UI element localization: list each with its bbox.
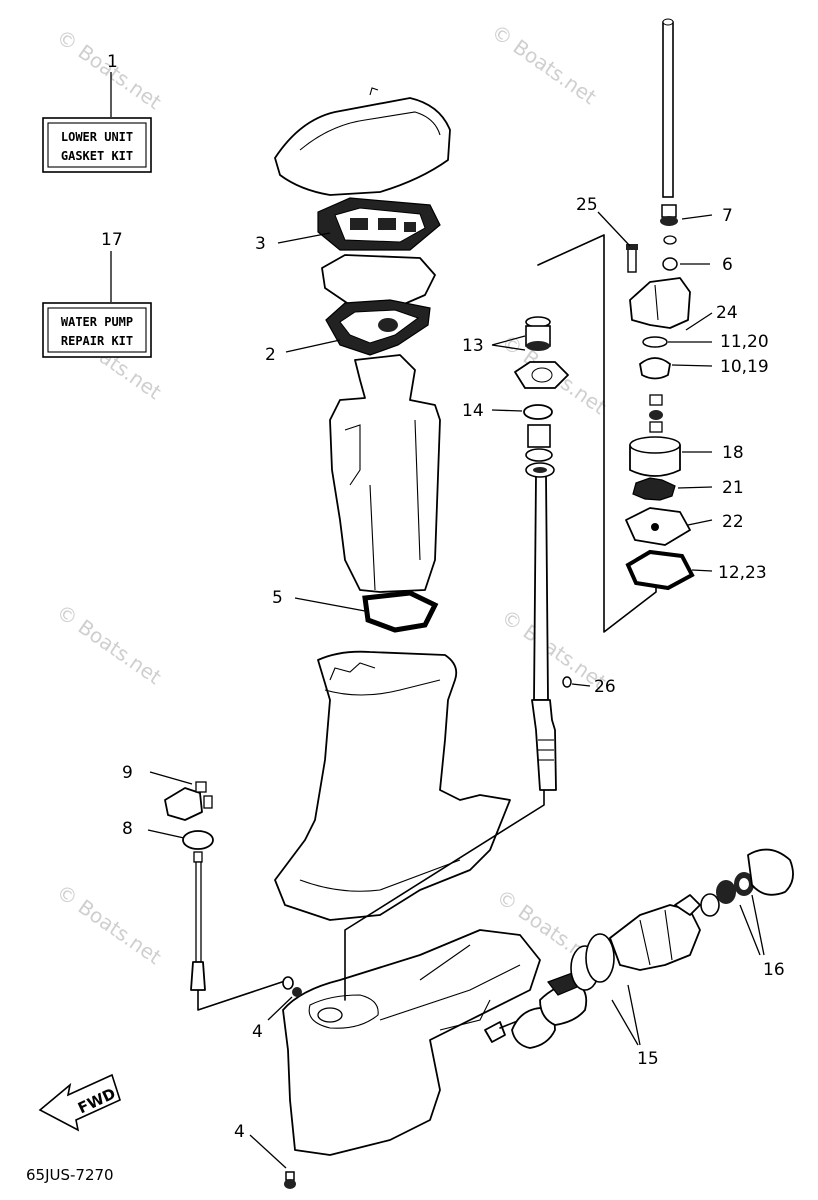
callout-22: 22	[722, 512, 744, 532]
oring-8	[182, 830, 214, 850]
upper-casing	[329, 354, 441, 593]
callout-11-20: 11,20	[720, 332, 769, 352]
pump-oring-11-20	[642, 336, 668, 348]
water-tube	[662, 18, 674, 198]
callout-10-19: 10,19	[720, 357, 769, 377]
callout-4-lower: 4	[234, 1122, 245, 1142]
callout-21: 21	[722, 478, 744, 498]
callout-7: 7	[722, 206, 733, 226]
watermark: © Boats.net	[52, 599, 166, 689]
fwd-arrow: FWD	[38, 1073, 121, 1132]
outer-plate-22	[625, 507, 691, 546]
callout-18: 18	[722, 443, 744, 463]
watermark: © Boats.net	[52, 879, 166, 969]
impeller-21	[632, 477, 676, 501]
watermark: © Boats.net	[487, 19, 601, 109]
callout-4-upper: 4	[252, 1022, 263, 1042]
callout-25: 25	[576, 195, 598, 215]
callout-6: 6	[722, 255, 733, 275]
lower-casing-upper	[274, 650, 511, 921]
pump-seal-6	[662, 235, 678, 271]
bearing-13	[514, 316, 569, 389]
pump-grommet-7	[660, 204, 678, 226]
pump-bolt-25	[626, 244, 638, 273]
lower-unit-gasket-kit: 1 LOWER UNIT GASKET KIT	[42, 52, 152, 173]
pump-housing	[629, 277, 691, 329]
water-pump-repair-kit: 17 WATER PUMP REPAIR KIT	[42, 230, 152, 358]
callout-3: 3	[255, 234, 266, 254]
callout-9: 9	[122, 763, 133, 783]
plug-4-lower	[284, 1171, 296, 1189]
gasket-3	[317, 197, 441, 251]
callout-24: 24	[716, 303, 738, 323]
sleeve-washers	[525, 424, 555, 478]
gasket-12-23	[625, 549, 695, 591]
callout-13: 13	[462, 336, 484, 356]
lower-unit-kit-line1: LOWER UNIT	[61, 130, 133, 144]
callout-14: 14	[462, 401, 484, 421]
oring-14	[523, 404, 553, 420]
callout-16: 16	[763, 960, 785, 980]
gear-case	[282, 929, 541, 1156]
diagram-code: 65JUS-7270	[26, 1166, 114, 1184]
gasket-5	[362, 590, 439, 633]
pump-impeller-housing-18	[629, 436, 681, 477]
water-pump-kit-line2: REPAIR KIT	[61, 334, 133, 348]
propeller-shaft-assembly	[484, 848, 794, 1049]
gasket-2	[325, 299, 431, 356]
drive-shaft	[531, 474, 557, 791]
guide-plate	[321, 254, 436, 309]
callout-15: 15	[637, 1049, 659, 1069]
callout-5: 5	[272, 588, 283, 608]
callout-1: 1	[107, 52, 118, 72]
callout-26: 26	[594, 677, 616, 697]
shift-rod	[190, 851, 206, 991]
callout-12-23: 12,23	[718, 563, 767, 583]
upper-cover	[274, 87, 451, 196]
callout-17: 17	[101, 230, 123, 250]
callout-8: 8	[122, 819, 133, 839]
pump-key-stack	[649, 394, 663, 433]
callout-2: 2	[265, 345, 276, 365]
clip-26	[562, 676, 572, 688]
lower-unit-kit-line2: GASKET KIT	[61, 149, 133, 163]
shift-rod-cover-9	[164, 781, 213, 821]
plug-4-upper	[282, 976, 302, 997]
water-pump-kit-line1: WATER PUMP	[61, 315, 133, 329]
pump-insert-10-19	[639, 357, 671, 380]
